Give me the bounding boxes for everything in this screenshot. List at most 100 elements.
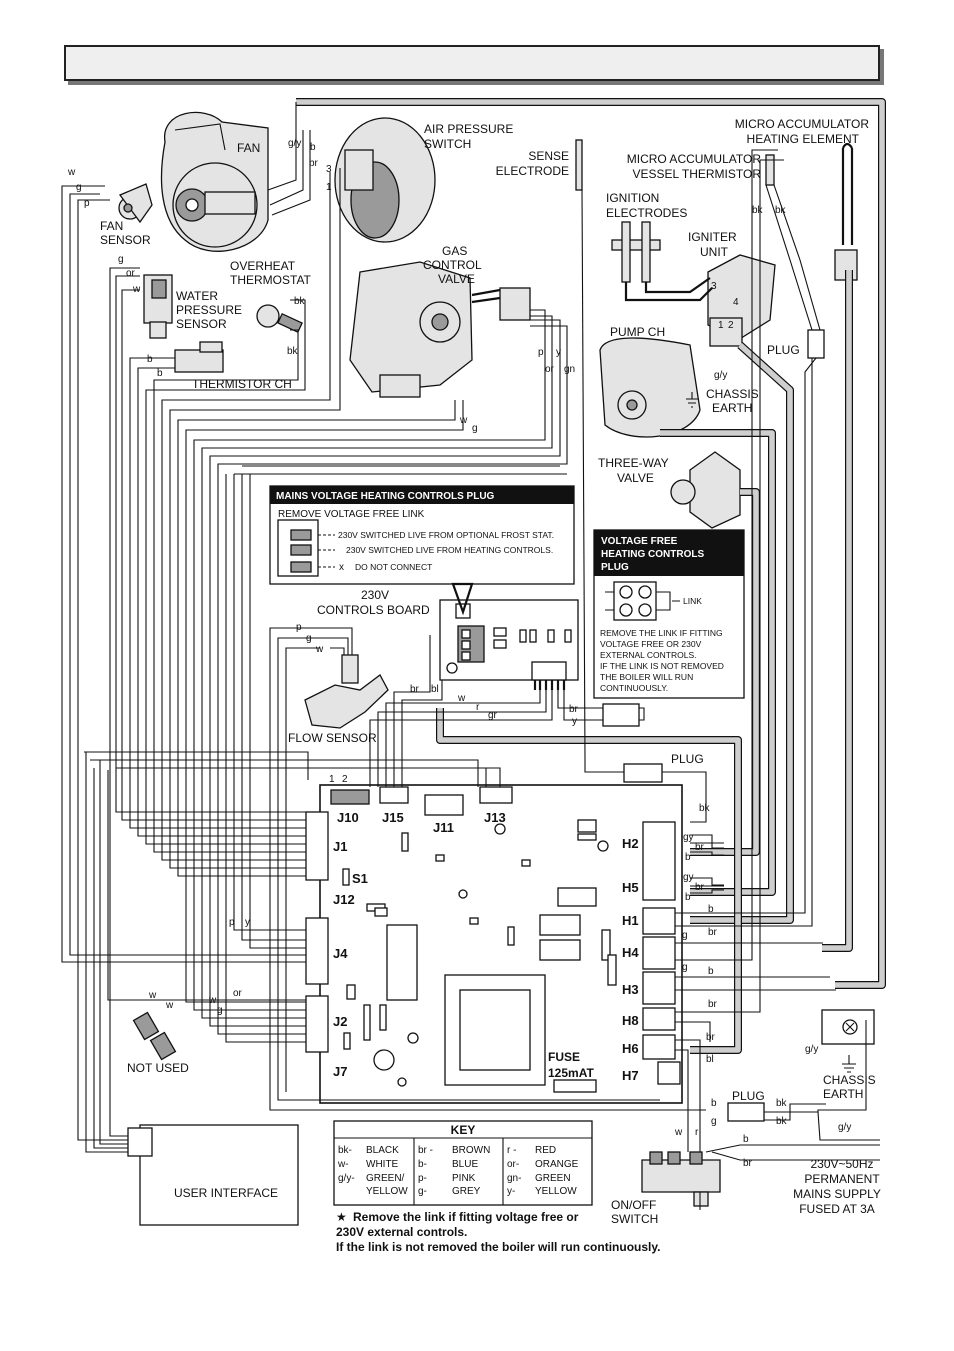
mains-label-2: PERMANENT (804, 1172, 880, 1186)
h1-label: H1 (622, 913, 639, 928)
j11-label: J11 (433, 820, 454, 835)
wire-label: w (148, 990, 157, 1001)
key-code: or- (507, 1159, 519, 1170)
air-pressure-switch (334, 117, 436, 243)
controls-board-parts (446, 603, 572, 690)
fuse-label-1: FUSE (548, 1050, 580, 1064)
flow-sensor-label: FLOW SENSOR (288, 731, 377, 745)
mains-label-1: 230V~50Hz (810, 1157, 873, 1171)
wire-label: b (708, 904, 714, 915)
vf-note-6: CONTINUOUSLY. (600, 683, 668, 693)
pcb-details (342, 794, 681, 1093)
controls-board-label-1: 230V (361, 588, 389, 602)
mains-plug-subtitle: REMOVE VOLTAGE FREE LINK (278, 509, 425, 520)
key-code: b- (418, 1159, 427, 1170)
thermistor-ch (174, 341, 224, 373)
wire-label: 1 (326, 182, 332, 193)
mains-plug-x: x (339, 562, 344, 573)
wire-label: g (711, 1116, 717, 1127)
wire-label: b (310, 142, 316, 153)
not-used-connectors (132, 1011, 177, 1061)
gas-valve-label-2: CONTROL (423, 258, 482, 272)
sense-electrode-label-1: SENSE (528, 149, 569, 163)
key-colour: PINK (452, 1173, 476, 1184)
vf-title-3: PLUG (601, 562, 629, 573)
igniter-label-1: IGNITER (688, 230, 737, 244)
wire-label: br (706, 1032, 716, 1043)
wire-label: p (538, 347, 544, 358)
heating-element-label-2: HEATING ELEMENT (747, 132, 860, 146)
flow-sensor (304, 654, 389, 729)
wire-label: br (410, 684, 420, 695)
key-code: gn- (507, 1173, 521, 1184)
wire-label: bk (776, 1116, 788, 1127)
wire-label: b (743, 1134, 749, 1145)
wire-label: y (556, 347, 561, 358)
j15-label: J15 (382, 810, 404, 825)
fan-component (160, 111, 269, 252)
wire-label: gn (564, 364, 575, 375)
wires (61, 102, 880, 1210)
vf-title-1: VOLTAGE FREE (601, 536, 678, 547)
wire-label: b (711, 1098, 717, 1109)
key-code: g/y- (338, 1173, 355, 1184)
air-pressure-label-1: AIR PRESSURE (424, 122, 513, 136)
mains-label-3: MAINS SUPPLY (793, 1187, 881, 1201)
wire-label: g/y (714, 370, 727, 381)
water-pressure-label-3: SENSOR (176, 317, 227, 331)
gas-control-valve (349, 261, 531, 398)
chassis-earth-label-3: CHASSIS (823, 1073, 876, 1087)
wire-label: bk (775, 205, 787, 216)
wire-label: g (682, 930, 688, 941)
wire-label: r (476, 702, 480, 713)
wire-label: r (695, 1127, 699, 1138)
key-code: r - (507, 1145, 516, 1156)
chassis-earth-terminal (686, 392, 875, 1073)
on-off-label-2: SWITCH (611, 1212, 658, 1226)
heating-element (834, 142, 858, 281)
thermistor-label-1: MICRO ACCUMULATOR (627, 152, 762, 166)
gas-valve-label-3: VALVE (438, 272, 475, 286)
on-off-label-1: ON/OFF (611, 1198, 656, 1212)
wire-label: br (708, 927, 718, 938)
h7-label: H7 (622, 1068, 639, 1083)
air-pressure-label-2: SWITCH (424, 137, 471, 151)
wire-label: gy (683, 832, 694, 843)
fan-sensor (118, 183, 153, 224)
wire-label: w (208, 995, 217, 1006)
key-code: p- (418, 1173, 427, 1184)
water-pressure-label-1: WATER (176, 289, 218, 303)
footnote-line-2: 230V external controls. (336, 1225, 467, 1239)
mains-plug-line-2: 230V SWITCHED LIVE FROM HEATING CONTROLS… (346, 545, 553, 555)
wire-label: 3 (711, 281, 717, 292)
water-pressure-sensor (143, 274, 173, 339)
plug-label-top: PLUG (767, 343, 800, 357)
wire-label: p (296, 622, 302, 633)
wire-label: w (165, 1000, 174, 1011)
mains-label-4: FUSED AT 3A (799, 1202, 875, 1216)
wire-label: w (457, 693, 466, 704)
fan-label: FAN (237, 141, 260, 155)
vf-title-2: HEATING CONTROLS (601, 549, 704, 560)
chassis-earth-label-1: CHASSIS (706, 387, 759, 401)
wire-label: or (233, 988, 243, 999)
key-colour: BLUE (452, 1159, 478, 1170)
controls-board-label-2: CONTROLS BOARD (317, 603, 430, 617)
wire-label: br (695, 882, 705, 893)
h8-label: H8 (622, 1013, 639, 1028)
wire-label: b (685, 852, 691, 863)
j12-label: J12 (333, 892, 355, 907)
wire-label: bk (776, 1098, 788, 1109)
wire-label: b (147, 354, 153, 365)
j13-label: J13 (484, 810, 506, 825)
key-colour: GREEN/ (366, 1173, 405, 1184)
key-colour: YELLOW (535, 1186, 577, 1197)
vf-note-4: IF THE LINK IS NOT REMOVED (600, 661, 724, 671)
wire-label: bl (431, 684, 439, 695)
three-way-valve (670, 451, 741, 529)
wire-label: bk (294, 296, 306, 307)
j2-label: J2 (333, 1014, 347, 1029)
mains-plug-line-1: 230V SWITCHED LIVE FROM OPTIONAL FROST S… (338, 530, 554, 540)
h4-label: H4 (622, 945, 639, 960)
